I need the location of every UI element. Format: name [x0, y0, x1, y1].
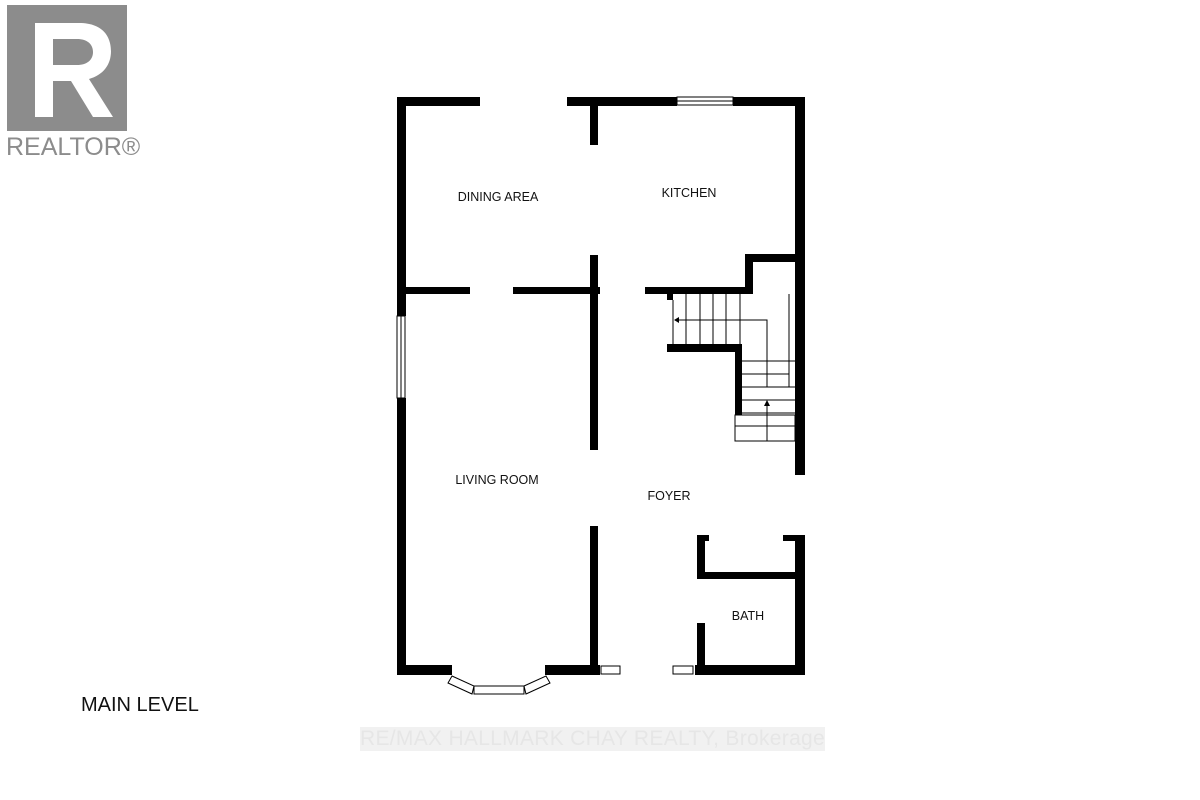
- realtor-logo: [7, 5, 127, 131]
- realtor-logo-text: REALTOR®: [6, 133, 141, 161]
- room-label-bath: BATH: [731, 609, 765, 623]
- walls: [397, 97, 805, 675]
- stair-arrow-left-icon: [674, 317, 679, 323]
- room-label-foyer: FOYER: [647, 489, 691, 503]
- stairs: [672, 294, 796, 442]
- room-label-kitchen: KITCHEN: [661, 186, 717, 200]
- brokerage-watermark: RE/MAX HALLMARK CHAY REALTY, Brokerage: [360, 727, 826, 751]
- realtor-r-icon: [35, 23, 113, 117]
- stair-arrow-up-icon: [764, 400, 770, 406]
- room-label-dining: DINING AREA: [457, 190, 539, 204]
- windows: [396, 96, 734, 695]
- room-label-living: LIVING ROOM: [455, 473, 539, 487]
- level-label: MAIN LEVEL: [81, 694, 199, 716]
